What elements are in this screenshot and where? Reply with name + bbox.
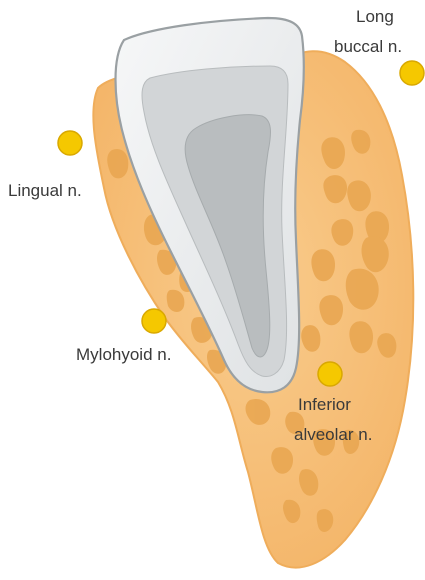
inferior-alveolar-label-line1: Inferior xyxy=(298,395,351,414)
long-buccal-label-line1: Long xyxy=(356,7,394,26)
mylohyoid-label: Mylohyoid n. xyxy=(76,345,171,364)
long-buccal-label-line2: buccal n. xyxy=(334,37,402,56)
inferior-alveolar-nerve-marker xyxy=(318,362,342,386)
lingual-label: Lingual n. xyxy=(8,181,82,200)
inferior-alveolar-label-line2: alveolar n. xyxy=(294,425,372,444)
long-buccal-nerve-marker xyxy=(400,61,424,85)
mylohyoid-nerve-marker xyxy=(142,309,166,333)
lingual-nerve-marker xyxy=(58,131,82,155)
